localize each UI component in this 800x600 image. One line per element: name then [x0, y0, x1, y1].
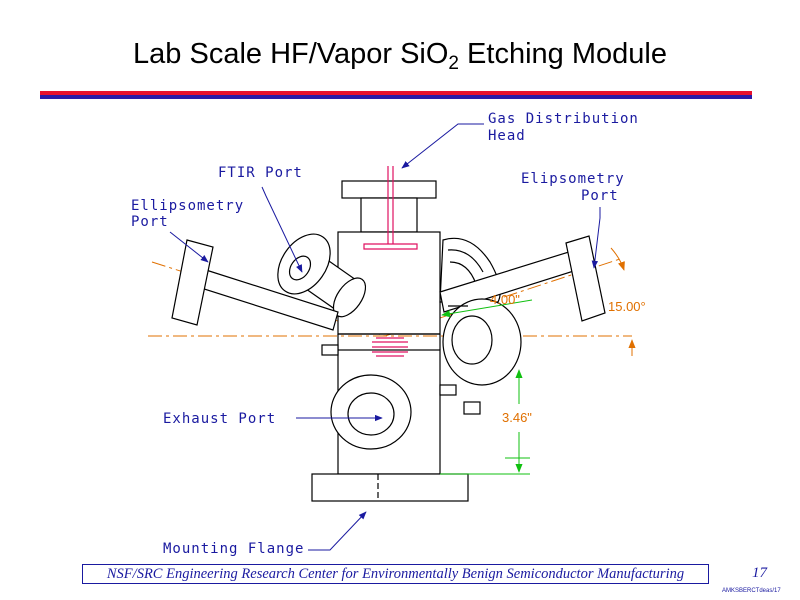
callout-left-ellipsometry-line2: Port	[131, 214, 169, 230]
page-number: 17	[752, 565, 767, 581]
gas-distribution-head	[363, 166, 418, 357]
title-text-rest: Etching Module	[459, 38, 667, 70]
title-rule-red	[40, 91, 752, 95]
title-rule-blue	[40, 95, 752, 99]
exhaust-port	[330, 374, 412, 450]
callout-left-ellipsometry-line1: Ellipsometry	[131, 198, 244, 214]
title-subscript: 2	[448, 53, 459, 74]
dimension-lines	[440, 247, 636, 475]
callout-right-ellipsometry-line1: Elipsometry	[521, 171, 625, 187]
file-identifier: AMKSBERCTdeas/17	[722, 588, 781, 594]
slide-title: Lab Scale HF/Vapor SiO2 Etching Module	[0, 38, 800, 75]
dimension-3-46in: 3.46"	[502, 410, 532, 425]
right-port-flange	[442, 298, 522, 386]
callout-gas-distribution-line1: Gas Distribution	[488, 111, 639, 127]
dimension-15deg: 15.00°	[608, 299, 646, 314]
dimension-4in: 4.00"	[490, 292, 520, 307]
callout-ftir-port: FTIR Port	[218, 165, 303, 181]
callout-exhaust-port: Exhaust Port	[163, 411, 276, 427]
chamber-body	[311, 180, 469, 502]
callout-gas-distribution-line2: Head	[488, 128, 526, 144]
right-ellipsometry-port	[439, 235, 606, 322]
footer-organization: NSF/SRC Engineering Research Center for …	[82, 564, 709, 584]
callout-right-ellipsometry-line2: Port	[581, 188, 619, 204]
callout-leaders	[169, 123, 601, 551]
callout-mounting-flange: Mounting Flange	[163, 541, 304, 557]
title-text: Lab Scale HF/Vapor SiO	[133, 38, 449, 70]
